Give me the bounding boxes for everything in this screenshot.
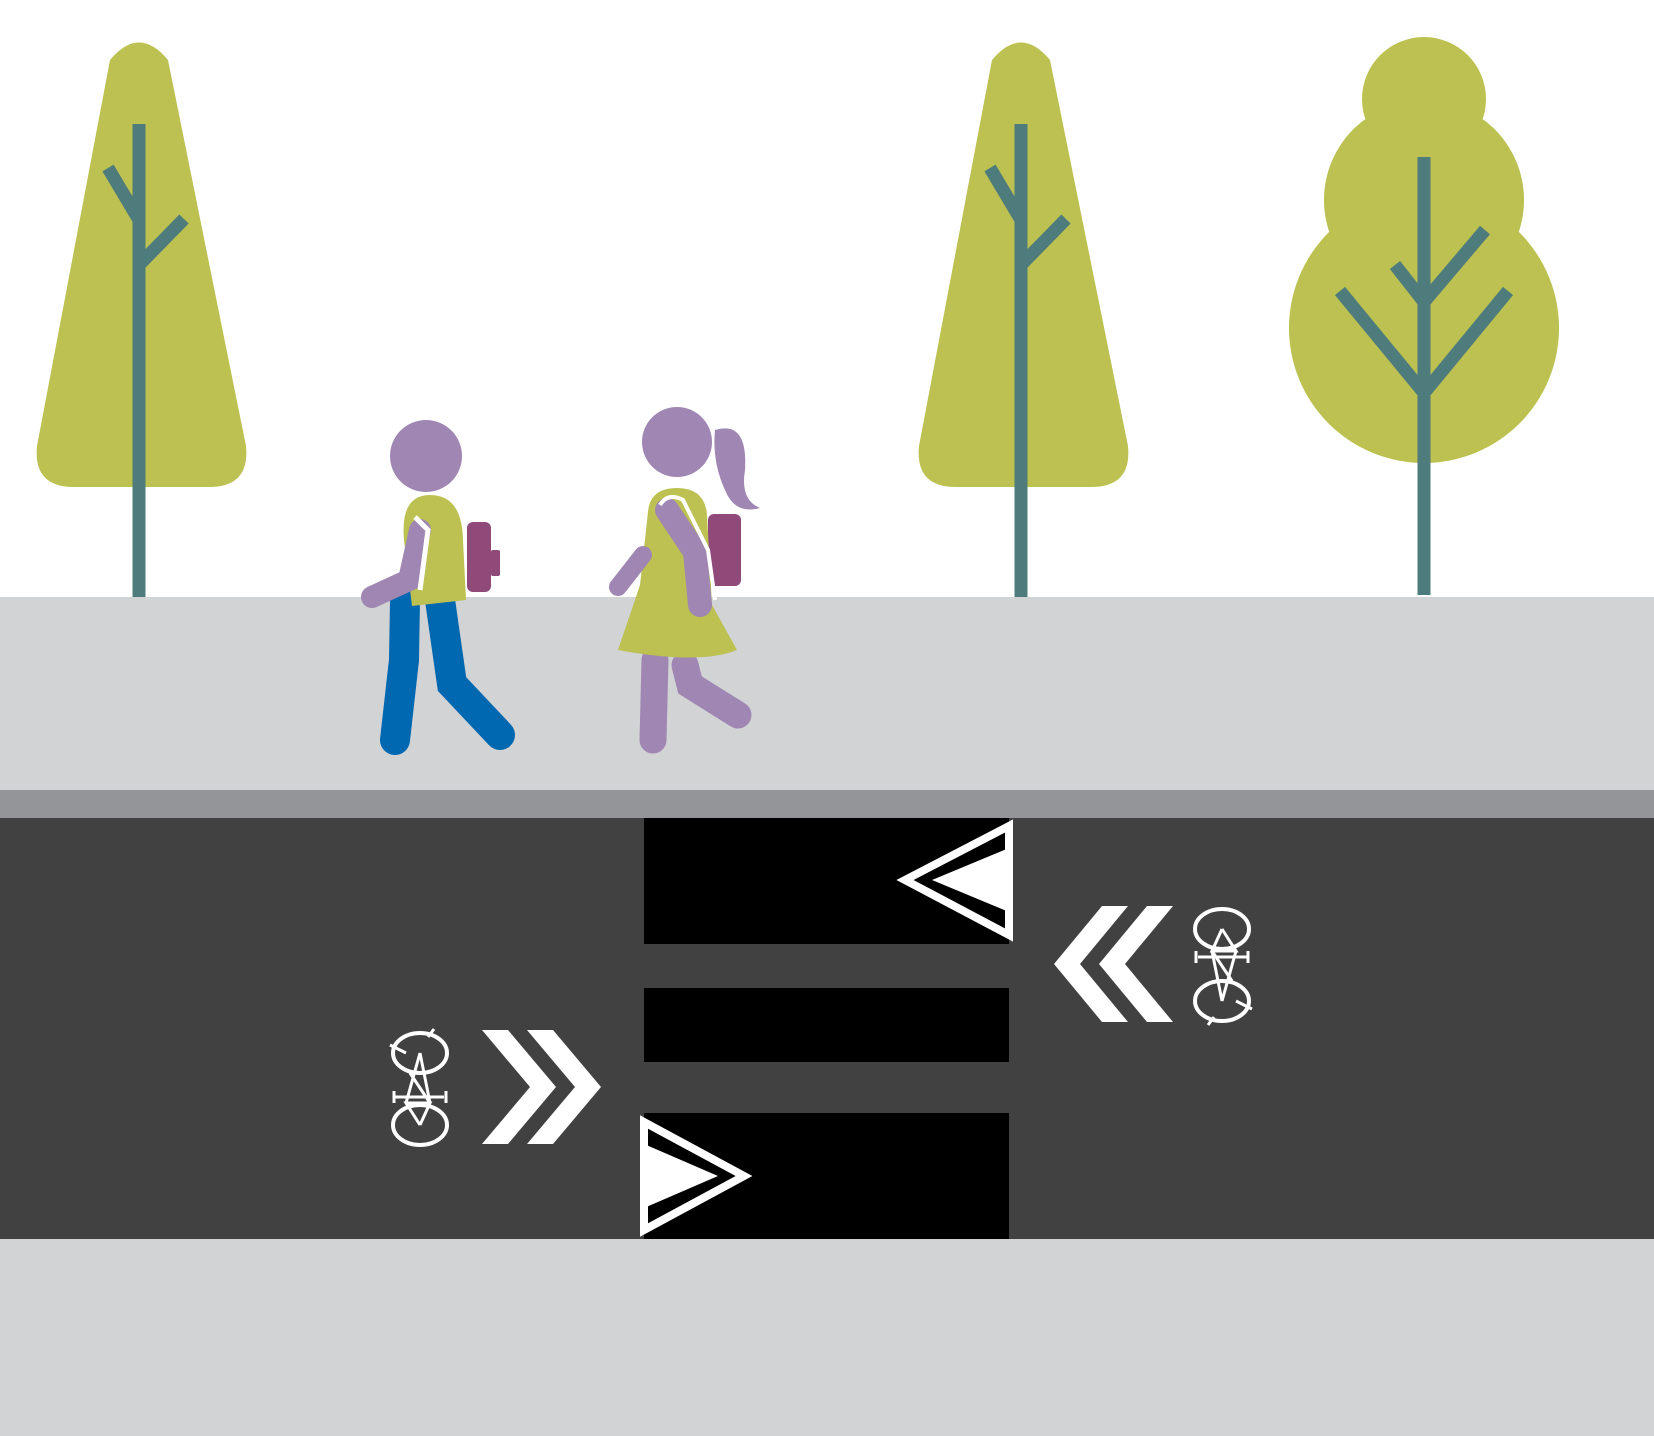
curb	[0, 790, 1654, 818]
triangle-arrow-icon	[640, 1115, 753, 1237]
conifer-tree-icon	[36, 42, 247, 597]
conifer-tree-icon	[918, 42, 1129, 597]
double-chevron-icon	[482, 1030, 601, 1144]
lower-sidewalk	[0, 1239, 1654, 1436]
triangle-arrow-icon	[896, 819, 1013, 942]
sidewalk	[0, 597, 1654, 790]
round-tree-icon	[1289, 37, 1559, 595]
median-block-middle	[644, 988, 1009, 1062]
walking-boy-icon	[361, 420, 515, 755]
double-chevron-icon	[1054, 906, 1173, 1022]
walking-girl-icon	[609, 407, 760, 754]
